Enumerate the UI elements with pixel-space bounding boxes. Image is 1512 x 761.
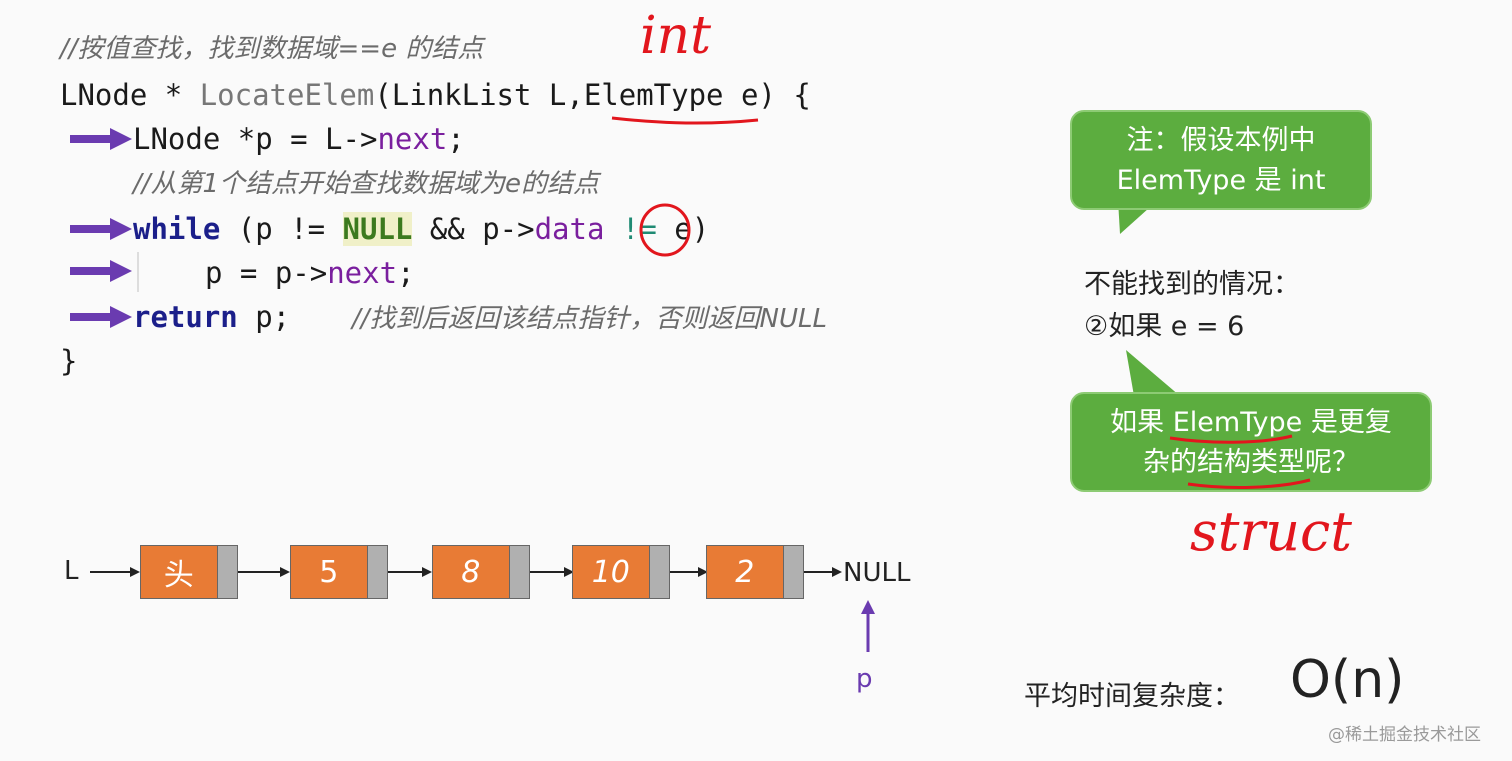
link-arrow bbox=[804, 567, 842, 577]
note-bubble: 注：假设本例中 ElemType 是 int bbox=[1070, 110, 1372, 210]
code-line-while: while (p != NULL && p->data != e) bbox=[133, 212, 709, 246]
semicolon: ; bbox=[397, 256, 415, 290]
op-circle bbox=[639, 203, 691, 257]
node-next bbox=[366, 546, 387, 598]
list-node: 10 bbox=[572, 545, 670, 599]
question-elemtype: ElemType bbox=[1172, 407, 1303, 438]
arrow-icon bbox=[70, 128, 132, 150]
node-next bbox=[782, 546, 803, 598]
data-field: data bbox=[534, 212, 605, 246]
list-node: 头 bbox=[140, 545, 238, 599]
pointer-up-arrow bbox=[861, 600, 875, 652]
arrow-icon bbox=[70, 306, 132, 328]
while-cond-c: e) bbox=[656, 212, 710, 246]
node-data: 2 bbox=[707, 546, 783, 598]
param-type: ElemType bbox=[583, 78, 724, 112]
arrow-icon bbox=[70, 260, 132, 282]
not-equal-op: != bbox=[621, 212, 657, 246]
null-terminator-label: NULL bbox=[843, 558, 911, 588]
indent-guide bbox=[137, 252, 139, 292]
node-next bbox=[508, 546, 529, 598]
arrow-icon bbox=[70, 218, 132, 240]
star-token: * bbox=[147, 78, 200, 112]
list-node: 2 bbox=[706, 545, 804, 599]
watermark: @稀土掘金技术社区 bbox=[1328, 725, 1481, 745]
semicolon: ; bbox=[447, 122, 465, 156]
head-pointer-label: L bbox=[64, 556, 79, 586]
params-close: e) { bbox=[723, 78, 811, 112]
while-keyword: while bbox=[133, 212, 221, 246]
bubble-tail bbox=[1126, 350, 1180, 396]
while-cond-a: (p != bbox=[220, 212, 343, 246]
case-two-label: ②如果 e = 6 bbox=[1084, 311, 1245, 342]
type-token: LNode bbox=[60, 78, 148, 112]
question-struct-type: 结构类型 bbox=[1197, 447, 1305, 478]
params-open: (LinkList L, bbox=[374, 78, 584, 112]
list-node: 8 bbox=[432, 545, 530, 599]
node-next bbox=[216, 546, 237, 598]
complexity-value: O(n) bbox=[1290, 650, 1405, 710]
link-arrow bbox=[238, 567, 290, 577]
list-node: 5 bbox=[290, 545, 388, 599]
note-line-1: 注：假设本例中 bbox=[1126, 125, 1316, 156]
node-data: 头 bbox=[141, 546, 217, 598]
link-arrow bbox=[670, 567, 708, 577]
code-comment-2: //从第1个结点开始查找数据域为e的结点 bbox=[133, 169, 600, 199]
next-field: next bbox=[377, 122, 448, 156]
init-text: LNode *p = L-> bbox=[133, 122, 378, 156]
return-value: p; bbox=[237, 300, 291, 334]
note-line-2: ElemType 是 int bbox=[1116, 165, 1326, 196]
return-keyword: return bbox=[133, 300, 238, 334]
code-line-signature: LNode * LocateElem(LinkList L,ElemType e… bbox=[60, 78, 811, 112]
node-data: 5 bbox=[291, 546, 367, 598]
code-line-close: } bbox=[60, 344, 78, 378]
question-underlines bbox=[1169, 434, 1311, 489]
next-field: next bbox=[327, 256, 398, 290]
code-comment-1: //按值查找，找到数据域==e 的结点 bbox=[60, 34, 484, 64]
function-name: LocateElem bbox=[199, 78, 375, 112]
pointer-p-label: p bbox=[856, 664, 873, 694]
while-cond-b: && p-> bbox=[412, 212, 535, 246]
elemtype-underline bbox=[611, 116, 759, 125]
question-line-2: 杂的结构类型呢？ bbox=[1143, 447, 1359, 478]
complexity-label: 平均时间复杂度： bbox=[1024, 681, 1240, 712]
node-data: 10 bbox=[573, 546, 649, 598]
link-arrow bbox=[388, 567, 432, 577]
code-line-init: LNode *p = L->next; bbox=[133, 122, 465, 156]
node-data: 8 bbox=[433, 546, 509, 598]
link-arrow bbox=[530, 567, 574, 577]
link-arrow bbox=[90, 567, 140, 577]
null-token: NULL bbox=[342, 212, 413, 246]
question-line-1: 如果 ElemType 是更复 bbox=[1110, 407, 1392, 438]
handwritten-struct: struct bbox=[1190, 500, 1352, 563]
code-line-advance: p = p->next; bbox=[205, 256, 415, 290]
advance-text: p = p-> bbox=[205, 256, 328, 290]
cannot-find-label: 不能找到的情况： bbox=[1084, 269, 1300, 300]
code-line-return: return p; bbox=[133, 300, 290, 334]
handwritten-int: int bbox=[640, 6, 712, 66]
code-comment-3: //找到后返回该结点指针，否则返回NULL bbox=[352, 304, 827, 334]
node-next bbox=[648, 546, 669, 598]
